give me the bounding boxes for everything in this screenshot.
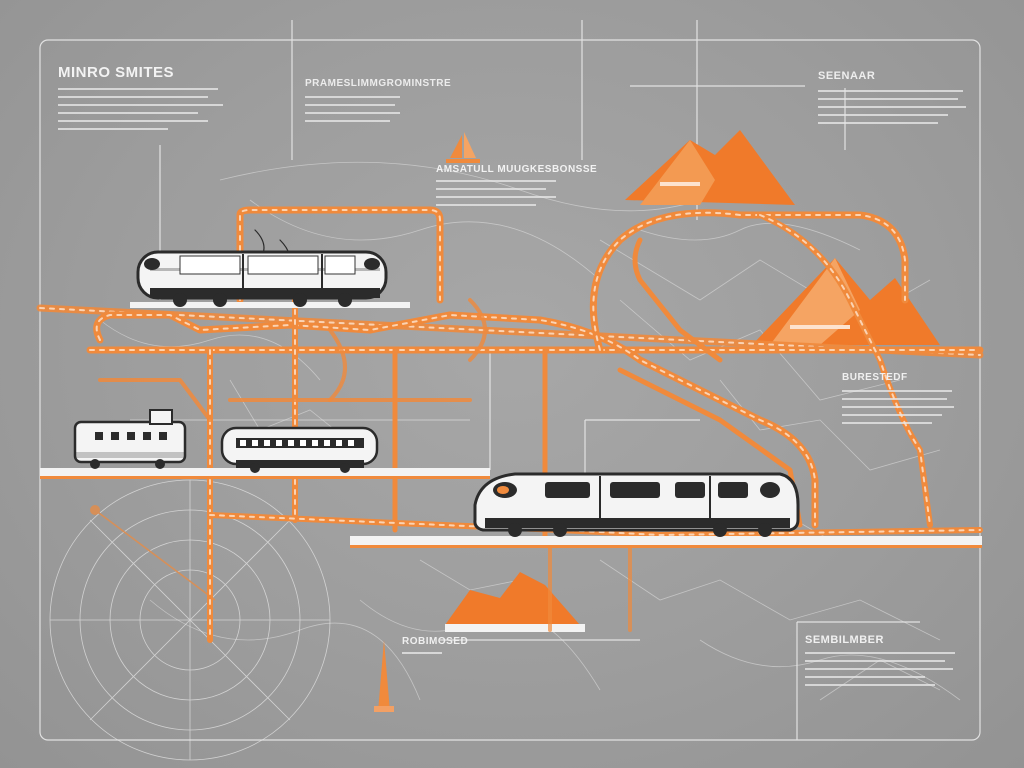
- frame-lines: [39, 20, 981, 741]
- rail-network: [36, 206, 984, 643]
- mountain-bottom: [445, 572, 585, 632]
- label-mid-center: AMSATULL MUUGKESBONSSE: [436, 164, 598, 175]
- train-icon: [136, 250, 388, 307]
- label-right-mid: BURESTEDF: [842, 372, 908, 383]
- text-lines: [58, 88, 966, 686]
- train-small: [73, 409, 187, 469]
- label-bottom-right: SEMBILMBER: [805, 634, 884, 646]
- platforms: [40, 302, 982, 548]
- mountain-right: [752, 258, 940, 345]
- label-bottom-center: ROBIMOSED: [402, 636, 469, 647]
- monument-icon: [374, 640, 394, 712]
- label-top-right: SEENAAR: [818, 70, 876, 82]
- infographic-title: MINRO SMITES: [58, 64, 175, 81]
- mountain-icon: [625, 130, 795, 205]
- train-bottom: [473, 472, 800, 537]
- compass-icon: [49, 479, 331, 761]
- label-top-center: PRAMESLIMMGROMINSTRE: [305, 78, 452, 89]
- sailboat-icon: [446, 132, 480, 163]
- train-middle: [220, 426, 379, 473]
